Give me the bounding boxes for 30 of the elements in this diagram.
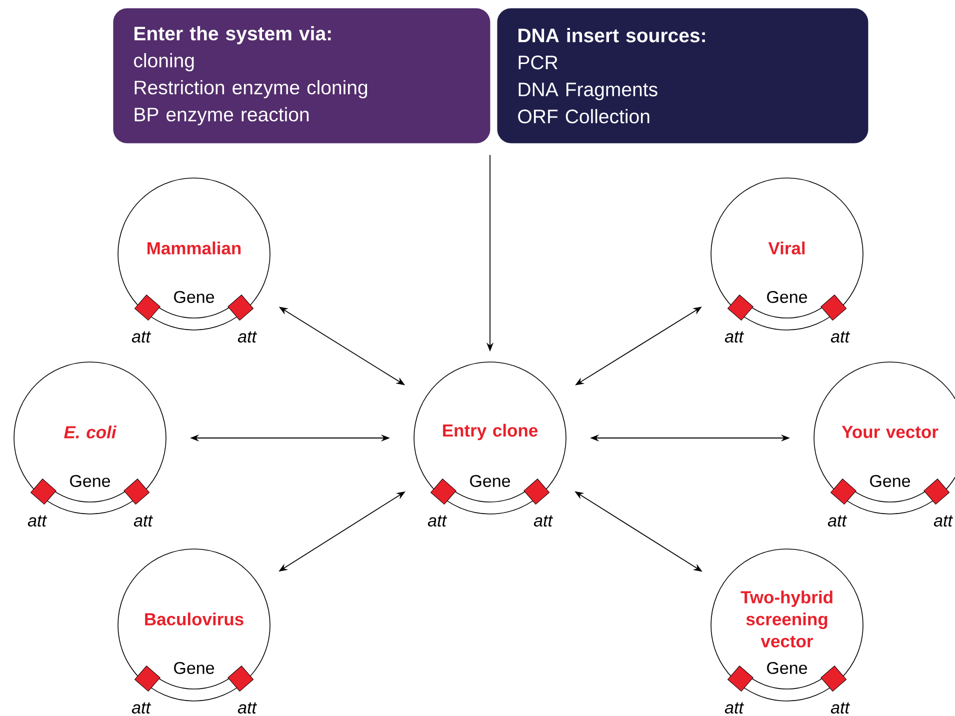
vector-name: Mammalian: [148, 242, 241, 254]
att-label: att: [830, 702, 850, 714]
vector-name: E. coli: [64, 426, 117, 438]
att-label: att: [28, 515, 48, 527]
gene-label: Gene: [174, 662, 214, 674]
att-label: att: [134, 515, 154, 527]
att-label: att: [238, 331, 258, 343]
vector-name: Baculovirus: [145, 612, 244, 626]
gene-label: Gene: [174, 290, 214, 304]
att-label: att: [428, 515, 448, 527]
gene-label: Gene: [767, 290, 808, 304]
info-box: Enter the system via: cloning Restriction enzyme cloning BP enzyme reaction: [113, 8, 490, 144]
att-label: att: [934, 515, 954, 527]
att-label: att: [132, 331, 152, 343]
att-label: att: [534, 515, 554, 527]
vector-name: Your vector: [842, 426, 938, 438]
gene-label: Gene: [70, 474, 110, 488]
vector-name: Entry clone: [443, 424, 538, 440]
vector-name: Two-hybrid screening vector: [740, 590, 832, 648]
gene-label: Gene: [767, 662, 808, 674]
att-label: att: [828, 515, 848, 527]
gene-label: Gene: [470, 474, 510, 488]
gene-label: Gene: [870, 474, 910, 488]
att-label: att: [724, 702, 744, 714]
vector-name: Viral: [768, 242, 805, 254]
att-label: att: [724, 331, 744, 343]
att-label: att: [132, 702, 152, 714]
att-label: att: [830, 331, 850, 343]
info-box: DNA insert sources: PCR DNA Fragments ORF Collection: [497, 8, 868, 144]
att-label: att: [238, 702, 258, 714]
